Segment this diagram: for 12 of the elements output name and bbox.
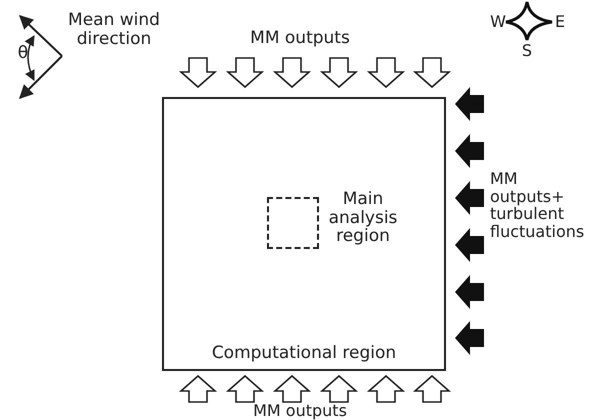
dashed-region-box [267,197,319,249]
text-label: E [554,13,566,31]
region-label: Main analysis region [328,190,398,246]
text-label: W [490,13,506,31]
text-label: MM outputs [252,402,348,420]
angle-symbol: θ [16,44,30,63]
region-box [162,97,446,371]
region-label: Computational region [210,344,398,363]
text-label: Mean wind direction [67,11,161,48]
text-label: MM outputs+ turbulent fluctuations [490,170,586,240]
text-label: S [520,42,534,60]
text-label: MM outputs [249,29,351,48]
